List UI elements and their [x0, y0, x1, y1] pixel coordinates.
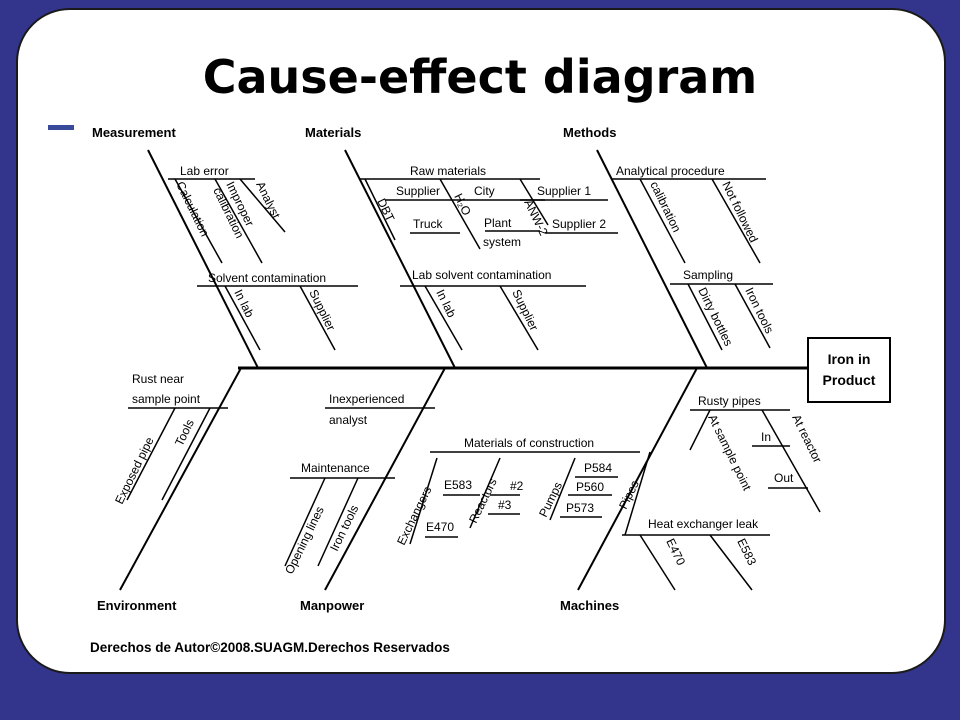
cause-in-lab-materials: In lab	[433, 287, 459, 320]
accent-bar	[48, 125, 74, 130]
cause-in: In	[761, 430, 771, 444]
cause-truck: Truck	[413, 217, 444, 231]
cause-not-followed: Not followed	[719, 179, 761, 244]
cause-reactor-2: #2	[510, 479, 524, 493]
cause-p584: P584	[584, 461, 612, 475]
slide-title: Cause-effect diagram	[202, 50, 758, 104]
cause-rusty-pipes: Rusty pipes	[698, 394, 761, 408]
category-machines: Machines	[560, 598, 619, 613]
cause-lab-error: Lab error	[180, 164, 229, 178]
cause-out: Out	[774, 471, 794, 485]
fishbone-lines	[119, 149, 891, 591]
cause-exchangers: Exchangers	[394, 484, 434, 547]
cause-solvent-contamination: Solvent contamination	[208, 271, 326, 285]
cause-e470-exchanger: E470	[426, 520, 454, 534]
cause-plant: Plant	[484, 216, 512, 230]
cause-e583-machine: E583	[734, 536, 759, 568]
cause-rust-near-1: Rust near	[132, 372, 184, 386]
category-environment: Environment	[97, 598, 177, 613]
effect-line-1: Iron in	[828, 351, 871, 367]
slide-card	[16, 8, 946, 674]
cause-inexperienced-1: Inexperienced	[329, 392, 404, 406]
category-materials: Materials	[305, 125, 361, 140]
category-manpower: Manpower	[300, 598, 364, 613]
cause-rust-near-2: sample point	[132, 392, 201, 406]
cause-reactor-3: #3	[498, 498, 512, 512]
cause-opening-lines: Opening lines	[282, 504, 327, 576]
cause-calculation: Calculation	[173, 179, 212, 239]
cause-maintenance: Maintenance	[301, 461, 370, 475]
cause-supplier-1: Supplier 1	[537, 184, 591, 198]
cause-materials-of-construction: Materials of construction	[464, 436, 594, 450]
cause-pumps: Pumps	[536, 480, 565, 520]
cause-city: City	[474, 184, 495, 198]
category-measurement: Measurement	[92, 125, 176, 140]
cause-inexperienced-2: analyst	[329, 413, 368, 427]
cause-p560: P560	[576, 480, 604, 494]
cause-lab-solvent-contamination: Lab solvent contamination	[412, 268, 551, 282]
cause-system: system	[483, 235, 521, 249]
effect-line-2: Product	[823, 372, 876, 388]
cause-e470-machine: E470	[663, 536, 688, 568]
cause-supplier-raw: Supplier	[396, 184, 440, 198]
cause-sampling: Sampling	[683, 268, 733, 282]
cause-supplier-2: Supplier 2	[552, 217, 606, 231]
cause-iron-tools-manpower: Iron tools	[327, 503, 361, 554]
cause-at-sample-point: At sample point	[705, 412, 754, 493]
cause-analytical-procedure: Analytical procedure	[616, 164, 725, 178]
cause-tools: Tools	[172, 417, 197, 448]
cause-anw-2: ANW-2	[521, 197, 551, 238]
cause-e583-exchanger: E583	[444, 478, 472, 492]
cause-pipes: Pipes	[616, 478, 642, 511]
copyright-notice: Derechos de Autor©2008.SUAGM.Derechos Re…	[90, 640, 450, 655]
cause-raw-materials: Raw materials	[410, 164, 486, 178]
cause-at-reactor: At reactor	[789, 412, 824, 465]
category-methods: Methods	[563, 125, 616, 140]
cause-exposed-pipe: Exposed pipe	[112, 435, 157, 507]
cause-p573: P573	[566, 501, 594, 515]
cause-heat-exchanger-leak: Heat exchanger leak	[648, 517, 759, 531]
